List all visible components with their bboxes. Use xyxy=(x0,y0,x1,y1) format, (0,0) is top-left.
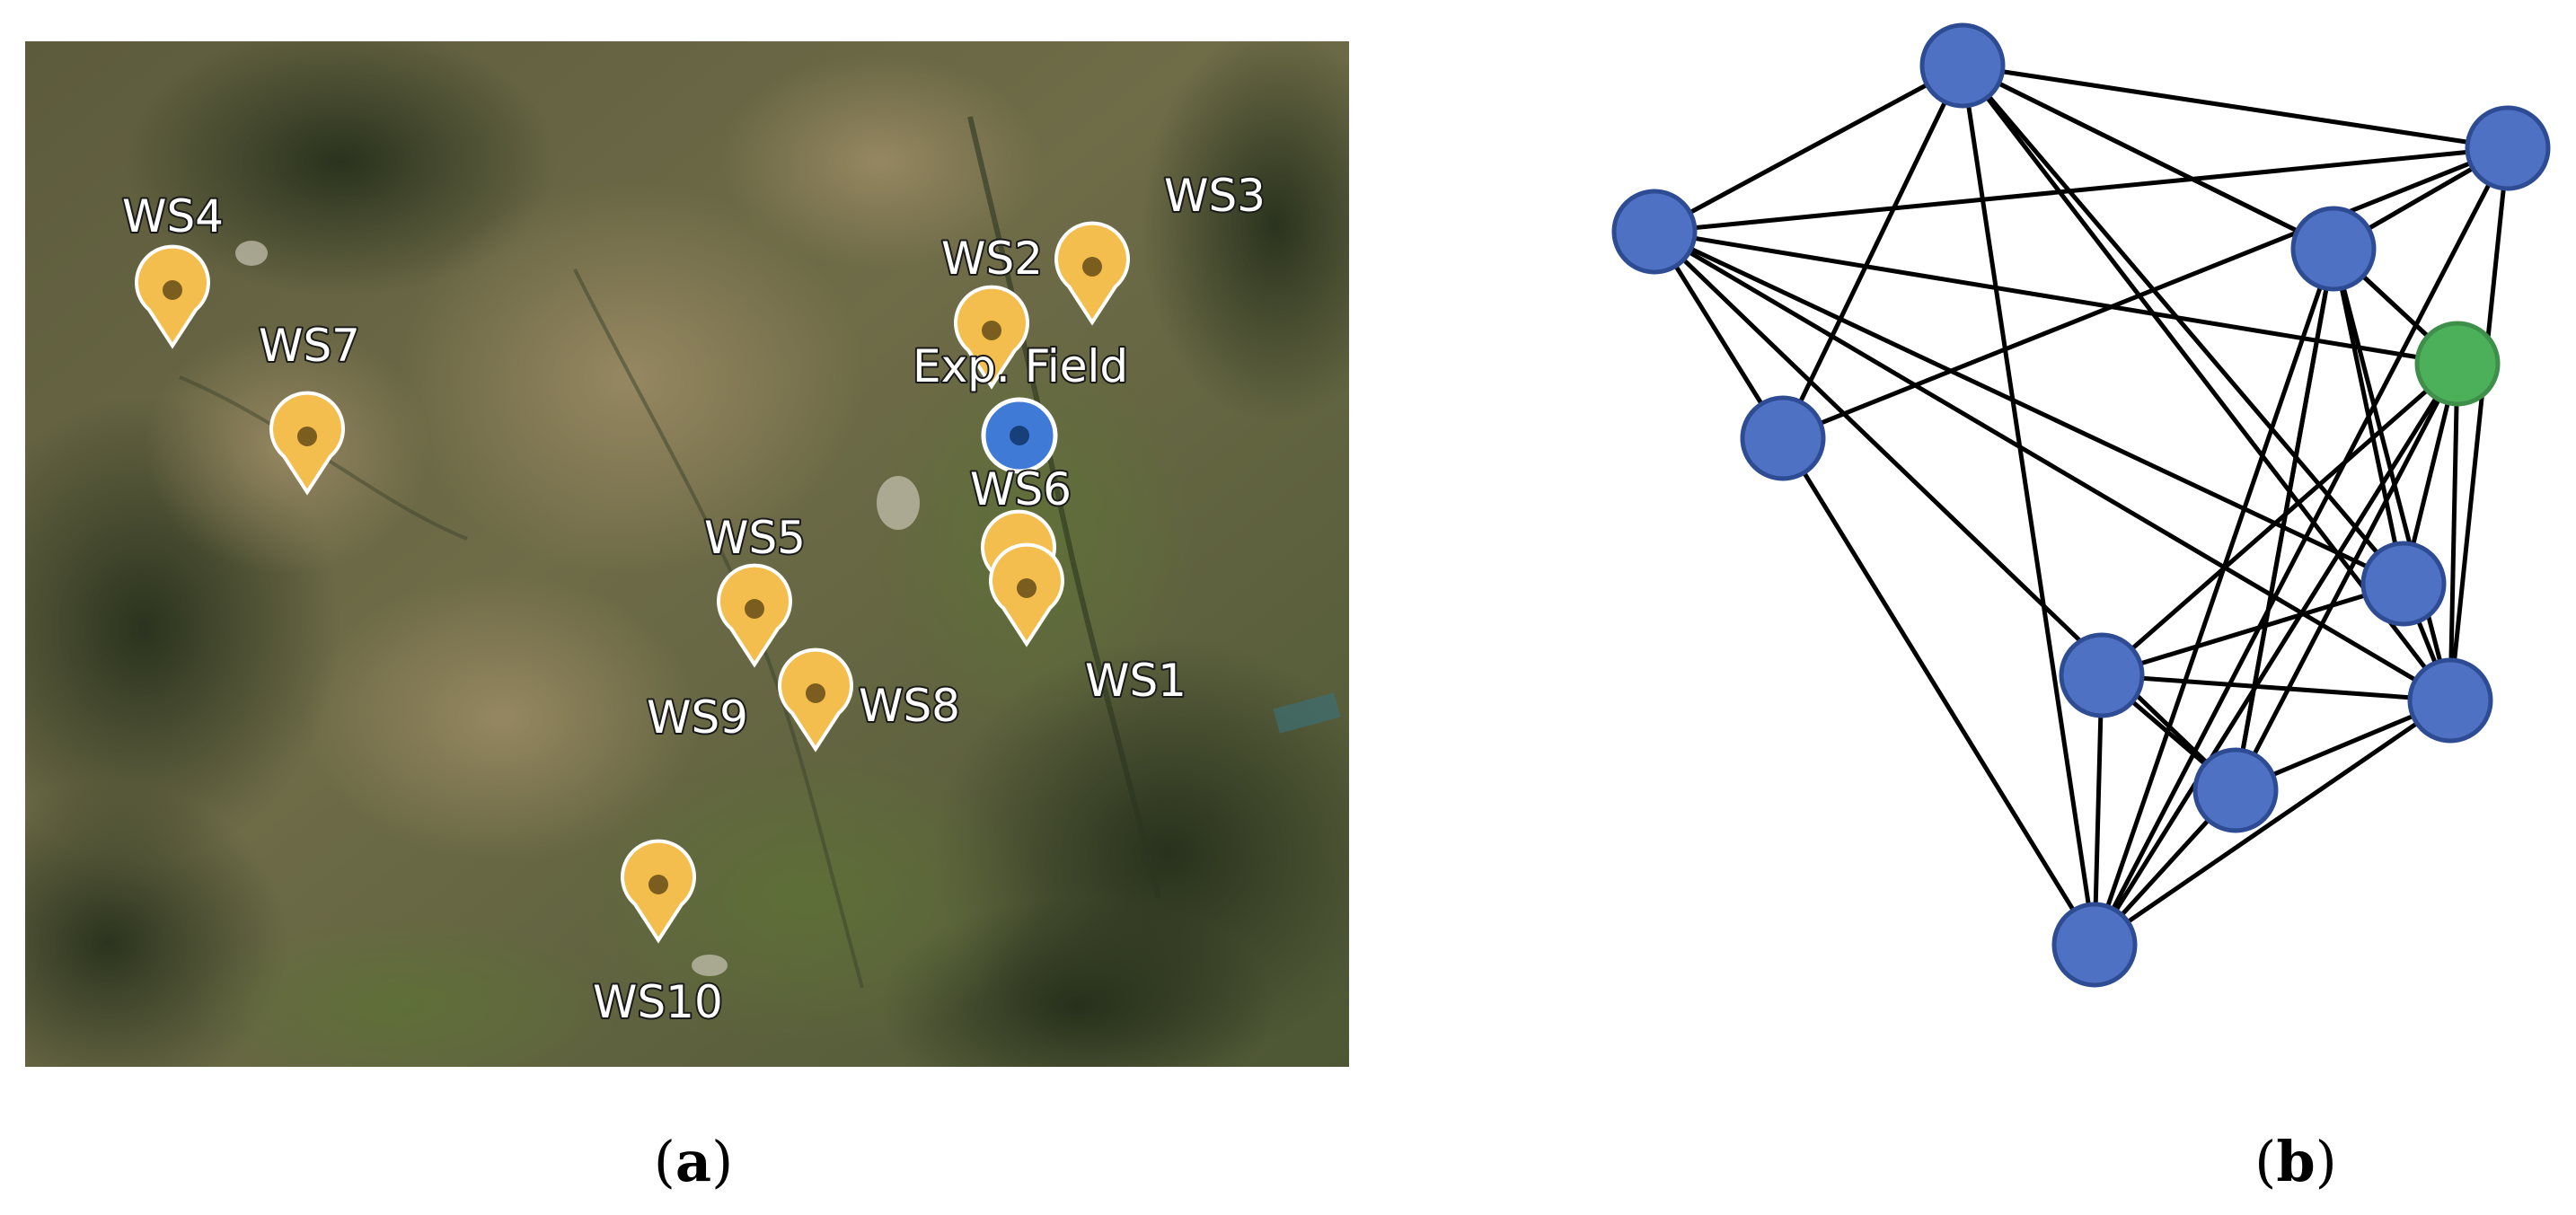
station-node xyxy=(2059,632,2145,718)
ws8-marker[interactable] xyxy=(778,647,853,753)
station-node xyxy=(2290,206,2377,292)
exp-field-marker[interactable] xyxy=(981,397,1058,474)
edge-n3-n10 xyxy=(1653,229,2452,703)
edge-n1-n6 xyxy=(1780,64,1965,440)
edge-n4-n8 xyxy=(2331,248,2406,585)
station-node xyxy=(2360,541,2447,627)
label-ws8: WS8 xyxy=(859,680,960,732)
ws3-marker[interactable] xyxy=(1054,221,1130,326)
ws10-marker[interactable] xyxy=(621,839,696,944)
ws7-marker[interactable] xyxy=(269,391,345,496)
edge-n1-n12 xyxy=(1960,65,2097,946)
edge-n2-n10 xyxy=(2448,147,2510,701)
caption-b: (b) xyxy=(2254,1129,2337,1194)
edge-n8-n9 xyxy=(2101,581,2404,678)
network-panel xyxy=(1611,22,2551,988)
caption-a: (a) xyxy=(654,1129,734,1194)
edge-n4-n12 xyxy=(2092,248,2336,946)
edge-n2-n3 xyxy=(1654,145,2509,234)
label-exp-field: Exp. Field xyxy=(913,340,1128,392)
edge-n2-n6 xyxy=(1782,145,2509,441)
ws5-marker[interactable] xyxy=(717,563,792,668)
label-ws9: WS9 xyxy=(647,691,748,744)
edge-n3-n7 xyxy=(1654,229,2458,366)
edge-n9-n12 xyxy=(2092,674,2104,946)
label-ws10: WS10 xyxy=(593,976,723,1028)
edge-n3-n11 xyxy=(1653,230,2237,792)
edge-n1-n3 xyxy=(1653,63,1964,234)
label-ws2: WS2 xyxy=(941,233,1043,285)
edge-n1-n2 xyxy=(1962,63,2509,151)
network-edges xyxy=(1652,63,2510,947)
edge-n7-n9 xyxy=(2100,362,2459,677)
network-nodes xyxy=(1611,22,2551,988)
label-ws4: WS4 xyxy=(122,190,224,242)
edge-n7-n10 xyxy=(2448,363,2460,701)
edge-n7-n12 xyxy=(2092,362,2460,946)
station-node xyxy=(2465,105,2551,191)
edge-n7-n11 xyxy=(2233,362,2460,792)
label-ws5: WS5 xyxy=(704,512,806,564)
station-node xyxy=(1611,189,1698,275)
ws4-marker[interactable] xyxy=(135,244,210,349)
edge-n6-n12 xyxy=(1780,436,2097,946)
station-node xyxy=(2407,657,2493,744)
edge-n9-n10 xyxy=(2101,673,2451,703)
edge-n1-n5 xyxy=(1961,63,2335,251)
edge-n2-n12 xyxy=(2092,146,2510,946)
station-node xyxy=(2051,902,2138,988)
label-ws7: WS7 xyxy=(259,320,360,372)
ws2-marker[interactable] xyxy=(954,285,1029,390)
label-ws3: WS3 xyxy=(1164,170,1266,222)
station-node xyxy=(1740,395,1826,481)
field-node xyxy=(2414,321,2501,407)
map-panel: WS4 WS7 WS2 WS3 Exp. Field WS6 WS5 WS1 W… xyxy=(25,41,1349,1067)
edge-n1-n8 xyxy=(1961,64,2405,585)
edge-n4-n10 xyxy=(2331,248,2453,701)
terrain-texture xyxy=(25,41,1349,1067)
edge-n5-n11 xyxy=(2233,248,2336,791)
label-ws6: WS6 xyxy=(970,463,1072,515)
edge-n3-n8 xyxy=(1653,229,2405,586)
station-node xyxy=(1919,22,2006,109)
station-node xyxy=(2192,747,2279,833)
ws1-marker[interactable] xyxy=(989,542,1064,647)
edge-n10-n12 xyxy=(2093,698,2452,947)
label-ws1: WS1 xyxy=(1085,655,1187,707)
